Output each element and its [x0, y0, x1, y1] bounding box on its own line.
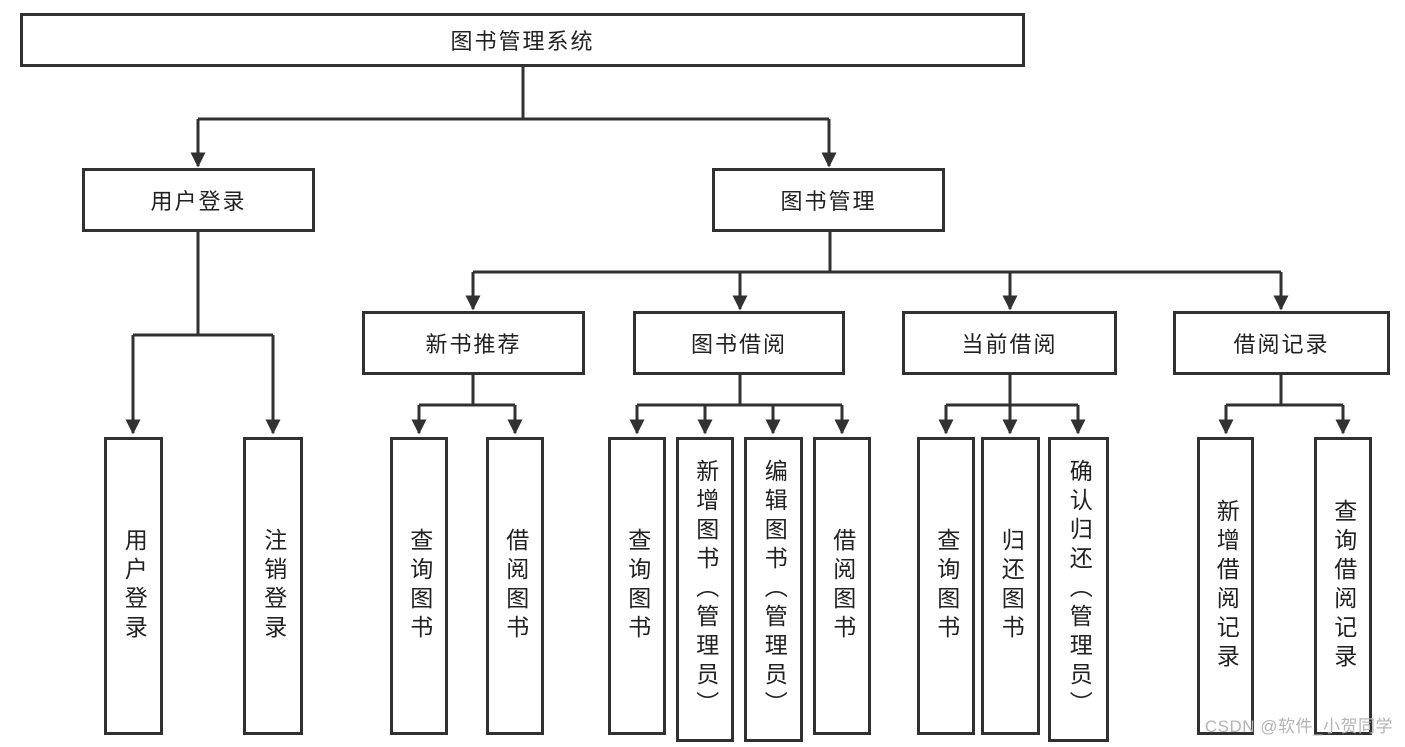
node-book-borrow: 图书借阅 — [633, 311, 845, 375]
leaf-add-borrow-record: 新增借阅记录 — [1197, 437, 1254, 735]
leaf-add-borrow-record-label: 新增借阅记录 — [1213, 499, 1240, 673]
leaf-add-books-admin: 新增图书（管理员） — [676, 437, 734, 742]
leaf-borrow-books-2-label: 借阅图书 — [829, 528, 856, 644]
leaf-return-books-label: 归还图书 — [998, 528, 1025, 644]
leaf-user-login-label: 用户登录 — [121, 528, 148, 644]
node-current-borrow-label: 当前借阅 — [961, 332, 1058, 357]
leaf-borrow-books-2: 借阅图书 — [813, 437, 871, 735]
leaf-query-borrow-record: 查询借阅记录 — [1314, 437, 1372, 735]
leaf-edit-books-admin: 编辑图书（管理员） — [744, 437, 803, 742]
leaf-borrow-books-1-label: 借阅图书 — [502, 528, 529, 644]
leaf-add-books-admin-label: 新增图书（管理员） — [692, 459, 719, 720]
node-borrow-records: 借阅记录 — [1173, 311, 1390, 375]
leaf-query-books-1-label: 查询图书 — [406, 528, 433, 644]
leaf-query-books-3-label: 查询图书 — [933, 528, 960, 644]
leaf-query-books-3: 查询图书 — [917, 437, 975, 735]
node-book-management-label: 图书管理 — [780, 189, 877, 214]
leaf-edit-books-admin-label: 编辑图书（管理员） — [761, 459, 788, 720]
leaf-query-borrow-record-label: 查询借阅记录 — [1330, 499, 1357, 673]
node-current-borrow: 当前借阅 — [902, 311, 1117, 375]
leaf-query-books-2: 查询图书 — [608, 437, 666, 735]
node-book-borrow-label: 图书借阅 — [690, 332, 787, 357]
node-borrow-records-label: 借阅记录 — [1233, 332, 1330, 357]
leaf-logout-login-label: 注销登录 — [260, 528, 287, 644]
leaf-query-books-1: 查询图书 — [390, 437, 448, 735]
leaf-confirm-return-admin: 确认归还（管理员） — [1048, 437, 1109, 742]
node-root-label: 图书管理系统 — [450, 29, 595, 54]
node-book-management: 图书管理 — [712, 168, 945, 232]
leaf-borrow-books-1: 借阅图书 — [486, 437, 544, 735]
leaf-return-books: 归还图书 — [981, 437, 1040, 735]
leaf-user-login: 用户登录 — [104, 437, 163, 735]
leaf-query-books-2-label: 查询图书 — [624, 528, 651, 644]
node-new-book-recommend-label: 新书推荐 — [425, 332, 522, 357]
leaf-logout-login: 注销登录 — [243, 437, 303, 735]
csdn-watermark: CSDN @软件_小贺同学 — [1204, 717, 1393, 736]
node-user-login: 用户登录 — [82, 168, 315, 232]
node-user-login-label: 用户登录 — [150, 189, 247, 214]
leaf-confirm-return-admin-label: 确认归还（管理员） — [1066, 459, 1093, 720]
node-new-book-recommend: 新书推荐 — [362, 311, 585, 375]
node-root: 图书管理系统 — [20, 13, 1025, 67]
